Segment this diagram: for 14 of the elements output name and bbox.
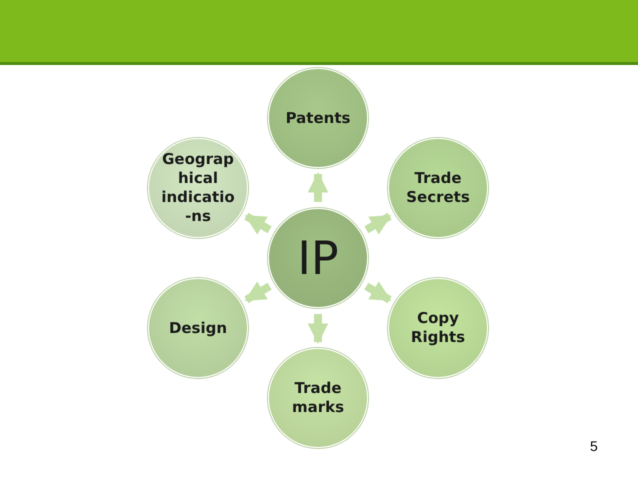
topic-label: Patents	[286, 108, 350, 128]
page-number: 5	[590, 438, 598, 454]
block-arrow	[244, 212, 272, 235]
block-arrow	[308, 172, 328, 202]
block-arrow	[364, 212, 392, 235]
topic-label: Copy Rights	[410, 309, 466, 347]
block-arrow	[244, 281, 272, 304]
topic-label: Trade marks	[290, 379, 346, 417]
topic-label: Design	[168, 318, 228, 338]
topic-label: Geograp hical indicatio -ns	[160, 150, 236, 226]
block-arrow	[364, 281, 392, 304]
center-label: IP	[297, 233, 339, 283]
topic-label: Trade Secrets	[405, 169, 471, 207]
block-arrow	[308, 314, 328, 344]
